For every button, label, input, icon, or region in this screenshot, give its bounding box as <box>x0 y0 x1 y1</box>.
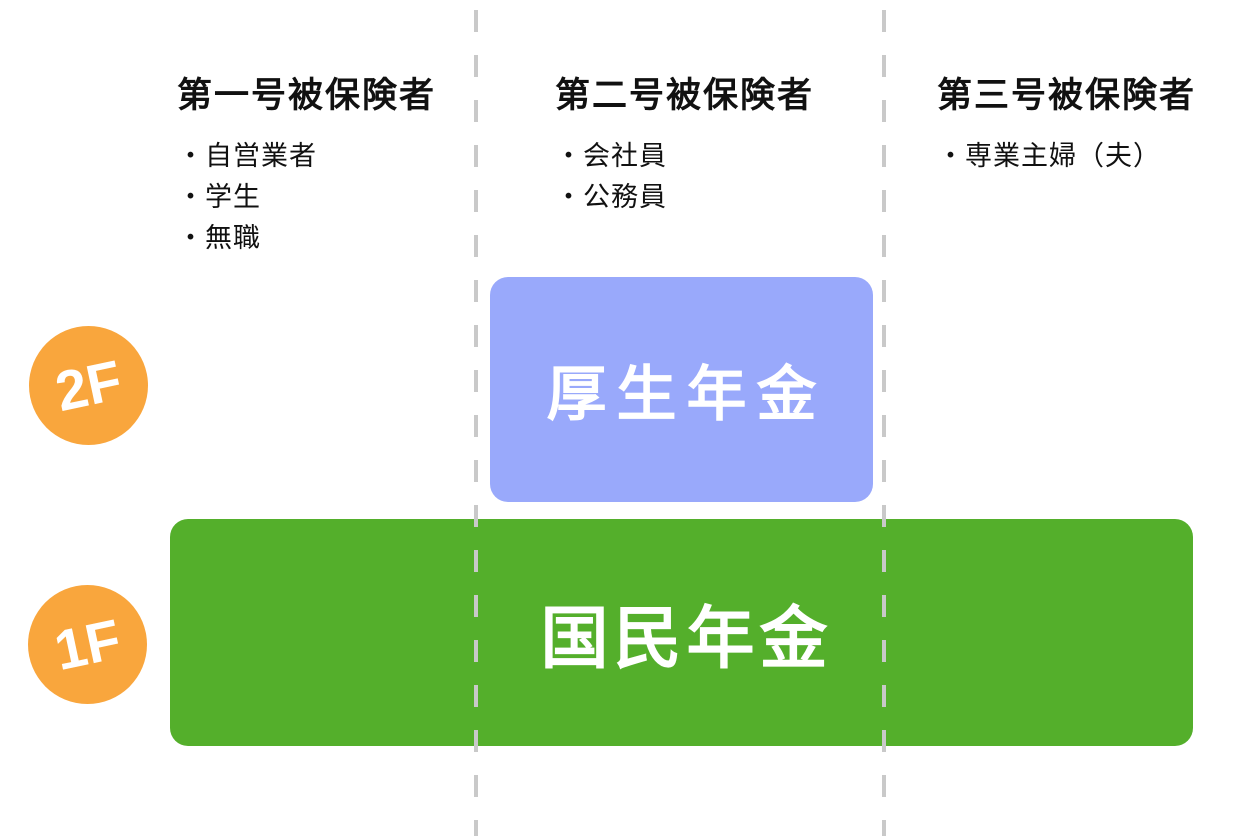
column-items-category3: ・専業主婦（夫） <box>937 136 1161 177</box>
floor-badge-1f: 1F <box>28 585 147 704</box>
column-items-category2: ・会社員 ・公務員 <box>555 136 667 218</box>
national-pension-box: 国民年金 <box>170 519 1193 746</box>
floor-badge-2f: 2F <box>29 326 148 445</box>
floor-badge-2f-label: 2F <box>49 347 127 423</box>
list-item: ・専業主婦（夫） <box>937 141 1161 171</box>
list-item: ・無職 <box>177 223 261 253</box>
national-pension-label: 国民年金 <box>540 601 833 677</box>
column-header-category2: 第二号被保険者 <box>555 76 815 115</box>
column-header-category3: 第三号被保険者 <box>937 76 1197 115</box>
employee-pension-label: 厚生年金 <box>546 361 827 428</box>
column-items-category1: ・自営業者 ・学生 ・無職 <box>177 136 317 259</box>
column-divider-line-1 <box>474 10 478 836</box>
list-item: ・会社員 <box>555 141 667 171</box>
floor-badge-1f-label: 1F <box>48 606 126 682</box>
list-item: ・公務員 <box>555 182 667 212</box>
employee-pension-box: 厚生年金 <box>490 277 873 502</box>
column-header-category1: 第一号被保険者 <box>177 76 437 115</box>
list-item: ・学生 <box>177 182 261 212</box>
column-divider-line-2 <box>882 10 886 836</box>
list-item: ・自営業者 <box>177 141 317 171</box>
